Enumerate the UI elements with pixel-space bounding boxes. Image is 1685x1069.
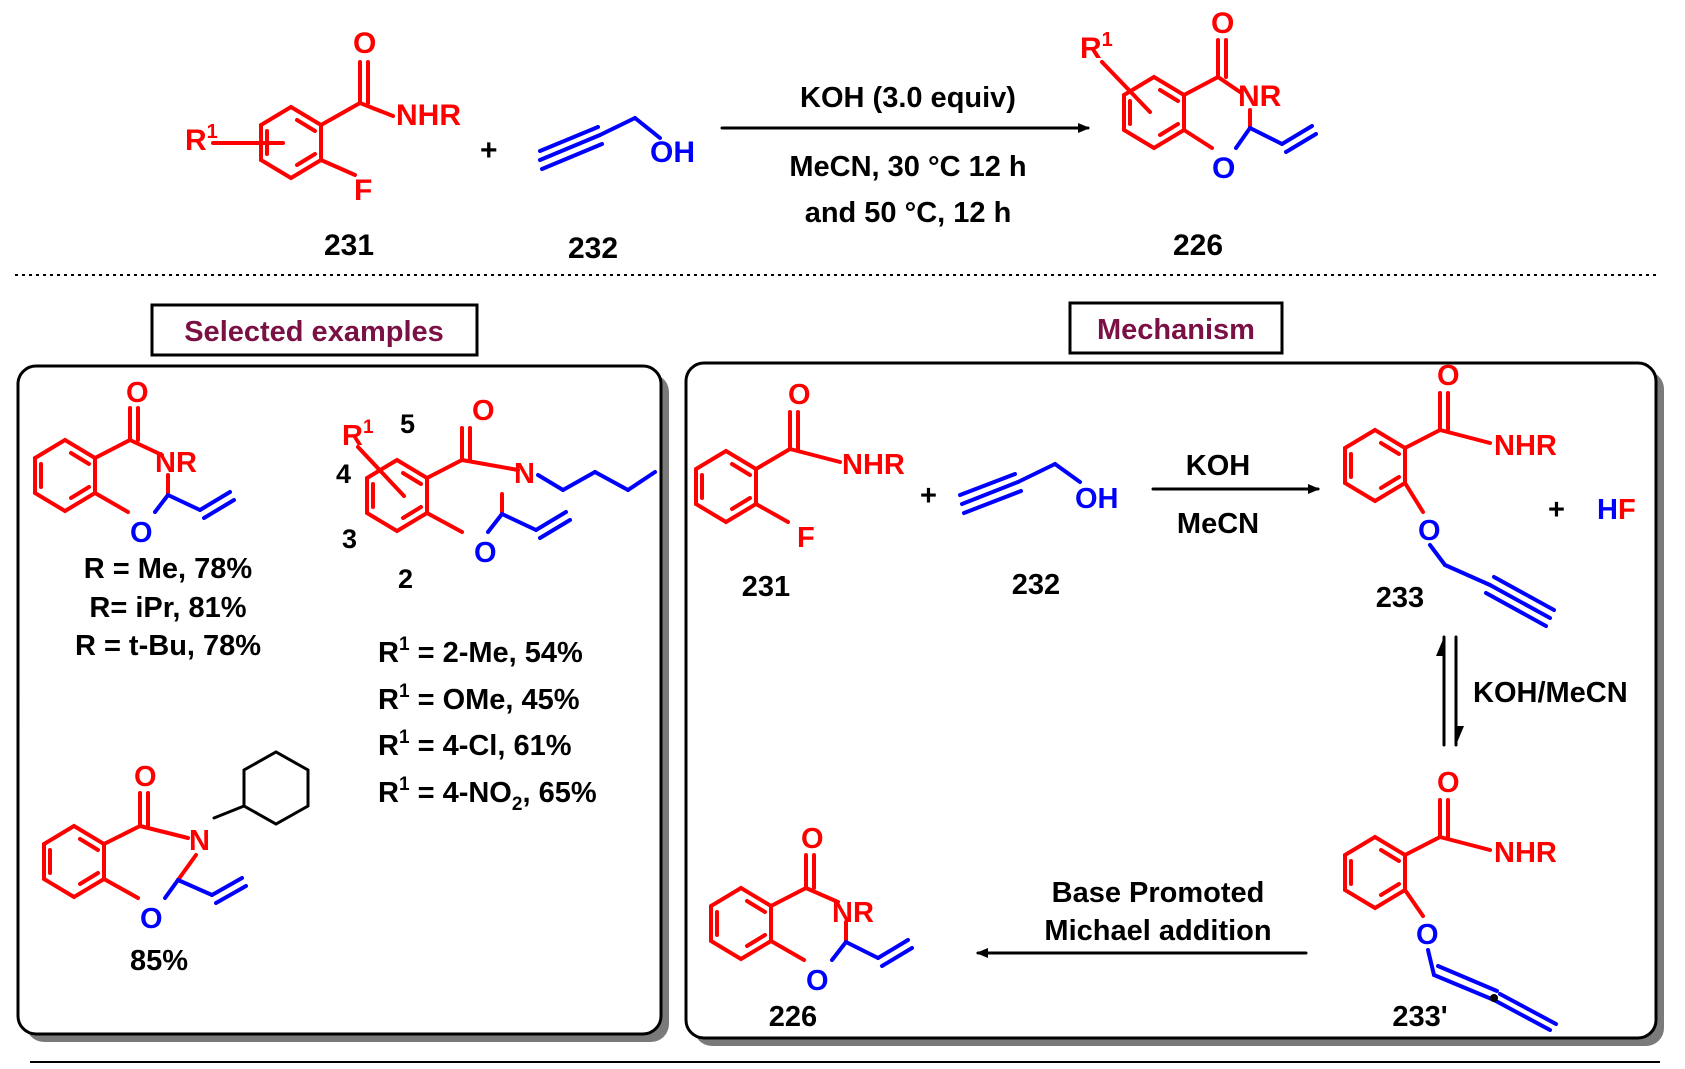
ex2-carbonyl-o: O <box>472 395 495 427</box>
mechanism-panel <box>684 361 1658 1040</box>
mech226-carbonyl-o: O <box>801 823 824 855</box>
product-ring-oxygen: O <box>1212 152 1235 185</box>
mech-233-id: 233 <box>1376 582 1424 614</box>
mech-233p-structure: O NHR O <box>1343 767 1558 1032</box>
mechanism-heading-box <box>1068 301 1284 355</box>
mech231-f: F <box>797 522 815 554</box>
selected-examples-panel <box>16 364 663 1036</box>
ex2-position-3: 3 <box>342 524 357 554</box>
mech231-nhr: NHR <box>842 449 905 481</box>
mech233-ether-o: O <box>1418 515 1441 547</box>
mech-232-id: 232 <box>1012 569 1060 601</box>
ex2-yield-3: R1 = 4-Cl, 61% <box>378 727 572 762</box>
mech231-o: O <box>788 379 811 411</box>
ex2-r1-label: R1 <box>342 417 374 452</box>
ex1-yield-3: R = t-Bu, 78% <box>75 630 261 662</box>
example-1-structure: O NR O <box>33 377 236 549</box>
product-r1-label: R1 <box>1080 29 1113 65</box>
compound-226-id: 226 <box>1173 229 1223 262</box>
ex2-ring-o: O <box>474 537 497 569</box>
compound-232-id: 232 <box>568 232 618 265</box>
ex3-ring-o: O <box>140 903 163 935</box>
ex3-n-label: N <box>189 825 210 857</box>
ex2-yield-1: R1 = 2-Me, 54% <box>378 634 583 669</box>
ex2-position-2: 2 <box>398 564 413 594</box>
ex2-yield-2: R1 = OMe, 45% <box>378 681 580 716</box>
ex1-yield-2: R= iPr, 81% <box>89 592 246 624</box>
mech-step3-line2: Michael addition <box>1044 915 1271 947</box>
selected-examples-heading-box <box>150 303 479 357</box>
fluorine-label: F <box>354 174 372 207</box>
product-oxygen-carbonyl: O <box>1211 7 1234 40</box>
mech226-ring-o: O <box>806 965 829 997</box>
mech-226-id: 226 <box>769 1001 817 1033</box>
mech232-oh: OH <box>1075 483 1119 515</box>
mech233-nhr: NHR <box>1494 430 1557 462</box>
ex3-yield: 85% <box>130 945 188 977</box>
reactant-231-structure: O NHR F R1 <box>185 27 461 207</box>
hydroxyl-label: OH <box>650 136 695 169</box>
r1-label: R1 <box>185 121 218 157</box>
mech-231-id: 231 <box>742 571 790 603</box>
plus-sign: + <box>480 134 498 167</box>
product-nr-label: NR <box>1238 80 1282 113</box>
reactant-232-structure: OH <box>538 116 695 171</box>
example-3-structure: O N O <box>42 750 310 935</box>
ex2-yield-4: R1 = 4-NO2, 65% <box>378 774 597 815</box>
example-2-structure: O N O R1 5 4 3 2 <box>336 395 657 594</box>
ex1-yield-1: R = Me, 78% <box>84 553 253 585</box>
mech-step1-below: MeCN <box>1177 508 1259 540</box>
hydrogen-fluoride-label: HF <box>1597 494 1636 526</box>
ex2-position-5: 5 <box>400 409 415 439</box>
oxygen-label: O <box>353 27 376 60</box>
mech-step3-line1: Base Promoted <box>1052 877 1265 909</box>
mech-226-structure: O NR O <box>709 823 914 997</box>
ex1-nr-label: NR <box>155 447 197 479</box>
mech-step1-above: KOH <box>1186 450 1250 482</box>
condition-above: KOH (3.0 equiv) <box>800 82 1016 114</box>
ex2-position-4: 4 <box>336 459 351 489</box>
selected-examples-heading: Selected examples <box>184 316 444 348</box>
compound-231-id: 231 <box>324 229 374 262</box>
ex1-carbonyl-o: O <box>126 377 149 409</box>
mech-231-structure: O NHR F <box>694 379 905 554</box>
nhr-label: NHR <box>396 99 461 132</box>
mech-232-structure: OH <box>958 462 1119 515</box>
mech233-carbonyl-o: O <box>1437 360 1460 392</box>
equilibrium-arrows <box>1436 635 1464 747</box>
mech-233-structure: O NHR O <box>1343 360 1557 628</box>
ex2-n-label: N <box>514 458 535 490</box>
mech-plus-1: + <box>920 480 937 512</box>
ex1-ring-o: O <box>130 517 153 549</box>
mech-233p-id: 233' <box>1392 1001 1447 1033</box>
mech226-nr: NR <box>832 897 874 929</box>
mech-plus-2: + <box>1548 494 1565 526</box>
equilibrium-label: KOH/MeCN <box>1473 677 1628 709</box>
mechanism-heading: Mechanism <box>1097 314 1255 346</box>
condition-below-2: and 50 °C, 12 h <box>805 197 1012 229</box>
condition-below-1: MeCN, 30 °C 12 h <box>789 151 1026 183</box>
mech233p-carbonyl-o: O <box>1437 767 1460 799</box>
mech233p-ether-o: O <box>1416 919 1439 951</box>
product-226-structure: O NR O R1 <box>1080 7 1318 185</box>
ex3-carbonyl-o: O <box>134 761 157 793</box>
mech233p-nhr: NHR <box>1494 837 1557 869</box>
